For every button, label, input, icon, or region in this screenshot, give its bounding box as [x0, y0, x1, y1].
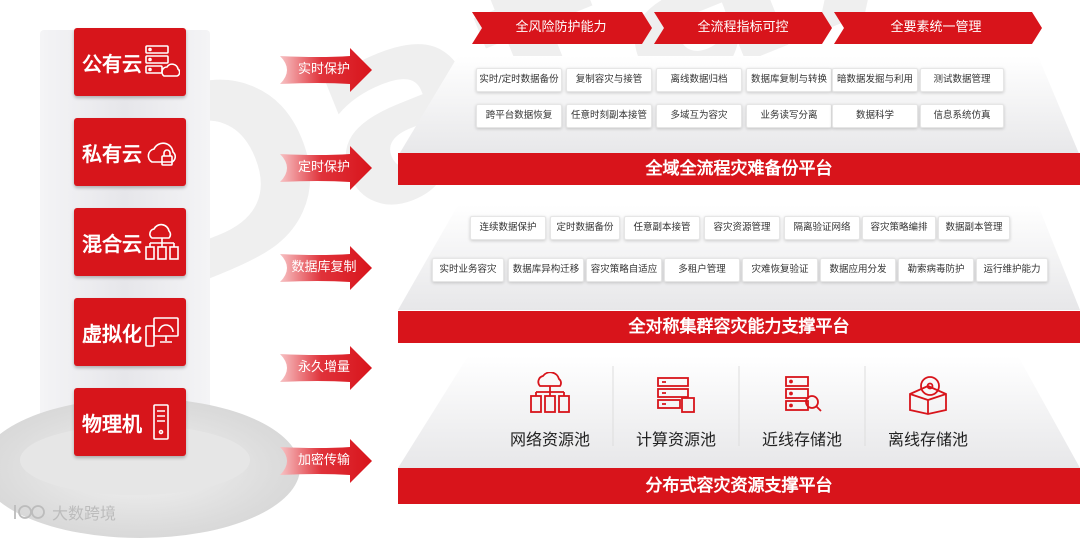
header-risk-protection: 全风险防护能力	[476, 12, 646, 44]
arrow-label: 加密传输	[288, 439, 360, 483]
cloud-box-private[interactable]: 私有云	[74, 118, 186, 186]
capability-chip: 暗数据发掘与利用	[832, 68, 918, 92]
capability-chip: 跨平台数据恢复	[476, 104, 562, 128]
compute-pool-icon	[654, 372, 698, 416]
arrow-label: 定时保护	[288, 146, 360, 190]
platform-bar-cluster-dr: 全对称集群容灾能力支撑平台	[398, 311, 1080, 343]
capability-chip: 数据应用分发	[820, 258, 896, 282]
capability-chip: 数据库异构迁移	[508, 258, 584, 282]
capability-chip: 任意时刻副本接管	[566, 104, 652, 128]
arrow-permanent-incremental: 永久增量	[280, 346, 372, 390]
capability-chip: 业务读写分离	[746, 104, 832, 128]
cloud-label: 物理机	[82, 408, 142, 437]
capability-chip: 勒索病毒防护	[898, 258, 974, 282]
brand-logo: 大数跨境	[12, 500, 116, 524]
capability-chip: 复制容灾与接管	[566, 68, 652, 92]
capability-chip: 灾难恢复验证	[742, 258, 818, 282]
resource-compute-pool: 计算资源池	[616, 372, 736, 450]
resource-label: 网络资源池	[490, 426, 610, 450]
offline-storage-icon	[906, 372, 950, 416]
capability-chip: 实时/定时数据备份	[476, 68, 562, 92]
capability-chip: 定时数据备份	[550, 216, 620, 240]
arrow-scheduled-protection: 定时保护	[280, 146, 372, 190]
capability-chip: 多域互为容灾	[656, 104, 742, 128]
cloud-label: 虚拟化	[82, 318, 142, 347]
brand-name: 大数跨境	[52, 500, 116, 524]
capability-chip: 数据库复制与转换	[746, 68, 832, 92]
divider	[738, 366, 740, 446]
cloud-box-virtual[interactable]: 虚拟化	[74, 298, 186, 366]
arrow-encrypted-transfer: 加密传输	[280, 439, 372, 483]
capability-chip: 信息系统仿真	[920, 104, 1004, 128]
resource-offline-storage: 离线存储池	[868, 372, 988, 450]
resource-nearline-storage: 近线存储池	[742, 372, 862, 450]
server-cloud-icon	[144, 42, 180, 82]
nearline-storage-icon	[780, 372, 824, 416]
divider	[612, 366, 614, 446]
arrow-label: 永久增量	[288, 346, 360, 390]
capability-chip: 连续数据保护	[470, 216, 546, 240]
cloud-lock-icon	[144, 132, 180, 172]
divider	[864, 366, 866, 446]
physical-server-icon	[144, 402, 180, 442]
arrow-realtime-protection: 实时保护	[280, 48, 372, 92]
resource-label: 计算资源池	[616, 426, 736, 450]
resource-label: 近线存储池	[742, 426, 862, 450]
resource-network-pool: 网络资源池	[490, 372, 610, 450]
capability-chip: 任意副本接管	[624, 216, 700, 240]
resource-label: 离线存储池	[868, 426, 988, 450]
capability-chip: 实时业务容灾	[432, 258, 504, 282]
cloud-label: 私有云	[82, 138, 142, 167]
capability-chip: 容灾策略编排	[862, 216, 936, 240]
capability-chip: 运行维护能力	[976, 258, 1048, 282]
cloud-label: 公有云	[82, 48, 142, 77]
arrow-label: 数据库复制	[288, 246, 360, 290]
platform-bar-global-backup: 全域全流程灾难备份平台	[398, 153, 1080, 185]
capability-chip: 测试数据管理	[920, 68, 1004, 92]
brand-logo-icon	[12, 501, 48, 523]
header-process-control: 全流程指标可控	[658, 12, 828, 44]
capability-chip: 隔离验证网络	[784, 216, 860, 240]
capability-chip: 多租户管理	[664, 258, 740, 282]
arrow-label: 实时保护	[288, 48, 360, 92]
cloud-box-physical[interactable]: 物理机	[74, 388, 186, 456]
arrow-database-replication: 数据库复制	[280, 246, 372, 290]
capability-chip: 数据科学	[832, 104, 918, 128]
cloud-box-hybrid[interactable]: 混合云	[74, 208, 186, 276]
network-pool-icon	[528, 372, 572, 416]
cloud-box-public[interactable]: 公有云	[74, 28, 186, 96]
cloud-label: 混合云	[82, 228, 142, 257]
platform-bar-distributed-resources: 分布式容灾资源支撑平台	[398, 468, 1080, 504]
capability-chip: 容灾策略自适应	[586, 258, 662, 282]
capability-chip: 离线数据归档	[656, 68, 742, 92]
virtual-monitor-icon	[144, 312, 180, 352]
capability-chip: 容灾资源管理	[704, 216, 780, 240]
header-unified-management: 全要素统一管理	[838, 12, 1034, 44]
capability-chip: 数据副本管理	[938, 216, 1010, 240]
cloud-network-icon	[144, 222, 180, 262]
